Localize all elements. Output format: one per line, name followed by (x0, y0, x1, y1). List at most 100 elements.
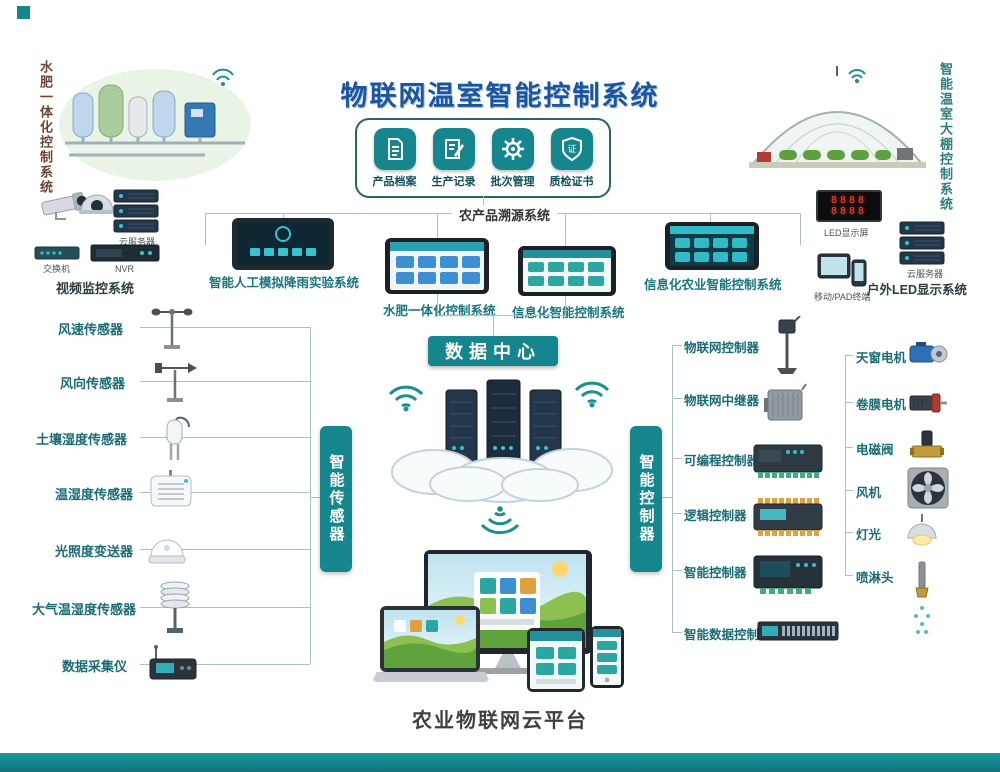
info-control-tablet-label: 信息化智能控制系统 (512, 306, 625, 320)
sensor-stub-line (140, 549, 310, 550)
data-logger-icon (146, 645, 200, 683)
platform-label: 农业物联网云平台 (412, 710, 588, 732)
info-control-tablet (518, 246, 616, 296)
data-center-box: 数据中心 (428, 336, 558, 366)
controller-label-iot: 物联网控制器 (684, 341, 760, 355)
dome-camera-icon (78, 192, 116, 222)
led-screen-label: LED显示屏 (824, 228, 869, 238)
sensor-stub-line (140, 381, 310, 382)
connector-line (662, 497, 672, 498)
sensor-stub-line (140, 607, 310, 608)
phone-device (590, 626, 624, 688)
connector-line (205, 213, 206, 245)
actuator-label-light: 灯光 (856, 528, 882, 542)
wifi-down-icon (478, 505, 522, 541)
sensor-label-wind-direction: 风向传感器 (60, 376, 126, 391)
trace-item-record: 生产记录 (431, 127, 476, 189)
bottom-accent-bar (0, 753, 1000, 772)
actuator-stub-line (845, 490, 853, 491)
sensor-bus-line (310, 327, 311, 664)
archive-file-icon (373, 127, 416, 170)
controller-group-box: 智能控制器 (630, 426, 662, 572)
sensor-label-wind-speed: 风速传感器 (58, 322, 124, 337)
trace-item-label: 生产记录 (431, 175, 476, 188)
sensor-label-data-logger: 数据采集仪 (62, 659, 128, 674)
led-digits-line1: 8888 (830, 195, 868, 206)
actuator-label-fan: 风机 (856, 486, 882, 500)
connector-line (710, 213, 711, 224)
connector-line (437, 294, 438, 315)
soil-moisture-sensor-icon (158, 415, 192, 463)
actuator-stub-line (845, 575, 853, 576)
logic-controller-icon (752, 496, 824, 538)
controller-bus-line (672, 345, 673, 632)
wifi-icon-right (572, 376, 612, 408)
sensor-stub-line (140, 664, 310, 665)
production-record-icon (432, 127, 475, 170)
cloud-datacenter-illustration (388, 372, 618, 504)
led-digits-line2: 8888 (830, 206, 868, 217)
nvr-label: NVR (115, 264, 135, 274)
trace-item-certificate: 证 质检证书 (549, 127, 594, 189)
cloud-server-label-right: 云服务器 (907, 269, 944, 279)
controller-label-smart: 智能控制器 (684, 566, 747, 580)
video-system-label: 视频监控系统 (56, 281, 135, 296)
monitor-base (470, 668, 546, 674)
fan-icon (906, 466, 950, 510)
connector-line (310, 497, 320, 498)
page-title: 物联网温室智能控制系统 (340, 81, 660, 111)
controller-label-logic: 逻辑控制器 (684, 509, 747, 523)
data-controller-icon (756, 618, 840, 646)
sensor-label-atmosphere: 大气温湿度传感器 (32, 602, 137, 617)
connector-line (565, 296, 566, 315)
actuator-label-rollfilm: 卷膜电机 (856, 398, 907, 412)
sensor-label-light: 光照度变送器 (55, 544, 134, 559)
controller-label-plc: 可编程控制器 (684, 454, 760, 468)
led-display-panel: 8888 8888 (816, 190, 882, 222)
connector-line (493, 315, 494, 336)
atmosphere-sensor-icon (156, 580, 194, 636)
connector-line (437, 315, 566, 316)
sensor-group-label: 智能传感器 (327, 454, 345, 544)
actuator-label-sprinkler: 喷淋头 (856, 571, 894, 585)
corner-accent-square (17, 6, 30, 19)
wind-vane-icon (152, 358, 198, 404)
actuator-bus-line (845, 355, 846, 575)
controller-stub-line (672, 513, 682, 514)
trace-item-batch: 批次管理 (491, 127, 535, 189)
sensor-stub-line (140, 327, 310, 328)
traceability-system-label: 农产品溯源系统 (452, 205, 558, 224)
laptop-base (372, 672, 490, 682)
connector-line (283, 213, 284, 221)
light-lamp-icon (902, 514, 942, 552)
sensor-stub-line (140, 437, 310, 438)
trace-item-label: 质检证书 (549, 175, 594, 188)
data-center-label: 数据中心 (445, 342, 541, 362)
fertigation-tablet-label: 水肥一体化控制系统 (383, 304, 496, 318)
controller-label-repeater: 物联网中继器 (684, 394, 760, 408)
monitor-stand (494, 654, 522, 670)
controller-stub-line (672, 632, 682, 633)
mobile-pad-icon (816, 250, 868, 288)
laptop-screen (380, 606, 480, 672)
cloud-server-stack-icon-right (898, 220, 946, 266)
connector-line (800, 213, 801, 245)
cloud-server-stack-icon (112, 188, 160, 234)
solenoid-valve-icon (910, 428, 944, 466)
controller-label-data: 智能数据控制器 (684, 628, 772, 642)
batch-gear-icon (491, 127, 534, 170)
plc-icon (752, 440, 824, 480)
network-switch-icon (34, 246, 80, 260)
trace-item-archive: 产品档案 (373, 127, 417, 189)
skylight-motor-icon (906, 336, 948, 372)
fertigation-machine-illustration (55, 55, 255, 187)
mobile-pad-label: 移动/PAD终端 (814, 292, 871, 302)
temp-humidity-sensor-icon (148, 470, 194, 512)
tablet-device (527, 628, 585, 692)
roll-film-motor-icon (906, 386, 948, 420)
nvr-icon (90, 244, 160, 262)
actuator-stub-line (845, 355, 853, 356)
controller-stub-line (672, 398, 682, 399)
actuator-label-skylight: 天窗电机 (856, 351, 907, 365)
actuator-label-valve: 电磁阀 (856, 443, 894, 457)
